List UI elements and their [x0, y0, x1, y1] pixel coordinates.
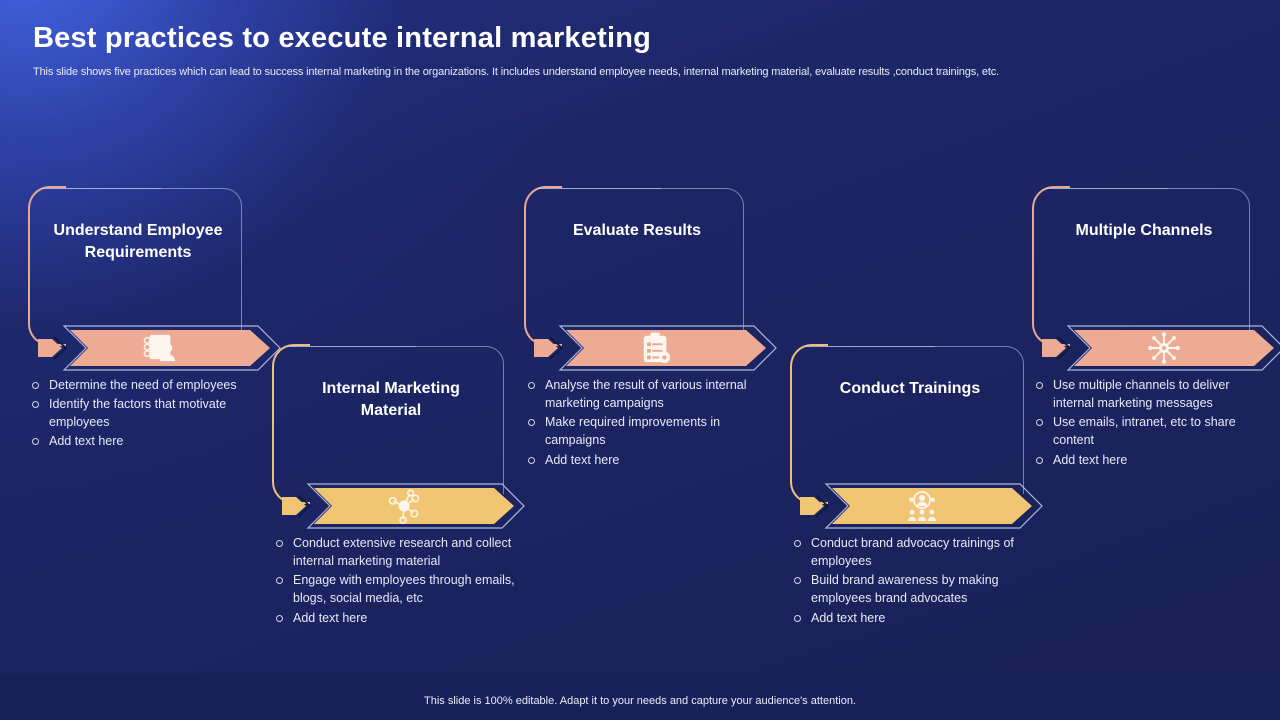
banner-body: [314, 488, 514, 524]
card-title: Evaluate Results: [572, 222, 702, 239]
card-title: Understand Employee Requirements: [53, 222, 223, 262]
banner-tail: [1042, 339, 1066, 357]
card-title: Conduct Trainings: [839, 380, 981, 397]
arrow-banner-svg: [1042, 325, 1280, 371]
footer-note: This slide is 100% editable. Adapt it to…: [424, 695, 856, 707]
slide-header: Best practices to execute internal marke…: [33, 22, 1250, 78]
card-frame: [538, 188, 744, 342]
clipboard-gear-icon: [643, 332, 671, 364]
practice-card-internal-marketing-material[interactable]: Internal Marketing Material Conduct ext: [272, 344, 525, 628]
list-item: Determine the need of employees: [28, 376, 260, 394]
list-item: Build brand awareness by making employee…: [790, 571, 1042, 607]
banner-outline: [62, 325, 281, 371]
card-head: Internal Marketing Material: [272, 344, 525, 529]
banner-outline: [558, 325, 777, 371]
card-bullet-list: Analyse the result of various internal m…: [524, 376, 762, 469]
card-title: Multiple Channels: [1075, 222, 1213, 239]
banner-tail-chevron: [297, 494, 312, 518]
banner-tail-chevron: [53, 336, 68, 360]
list-item: Analyse the result of various internal m…: [524, 376, 762, 412]
list-item: Make required improvements in campaigns: [524, 413, 762, 449]
arrow-banner-svg: [800, 483, 1043, 529]
card-bullet-list: Use multiple channels to deliver interna…: [1032, 376, 1268, 469]
card-head: Evaluate Results: [524, 186, 777, 371]
card-frame: [804, 346, 1024, 500]
hub-spokes-icon: [1148, 332, 1180, 364]
banner-tail-chevron: [1057, 336, 1072, 360]
list-item: Identify the factors that motivate emplo…: [28, 395, 260, 431]
checklist-person-icon: [143, 334, 176, 362]
list-item: Add text here: [272, 609, 522, 627]
banner-outline: [1066, 325, 1280, 371]
list-item: Engage with employees through emails, bl…: [272, 571, 522, 607]
card-banner[interactable]: [798, 480, 1046, 532]
card-head: Conduct Trainings: [790, 344, 1043, 529]
card-bullet-list: Conduct extensive research and collect i…: [272, 534, 522, 627]
banner-tail-chevron: [549, 336, 564, 360]
banner-tail: [800, 497, 824, 515]
list-item: Add text here: [790, 609, 1042, 627]
card-head: Understand Employee Requirements: [28, 186, 281, 371]
training-audience-icon: [908, 491, 936, 522]
page-subtitle: This slide shows five practices which ca…: [33, 66, 1000, 79]
practice-card-understand-employee-requirements[interactable]: Understand Employee Requirements: [28, 186, 281, 452]
banner-outline: [306, 483, 525, 529]
list-item: Add text here: [524, 451, 762, 469]
list-item: Add text here: [28, 432, 260, 450]
card-head: Multiple Channels: [1032, 186, 1280, 371]
card-title: Internal Marketing Material: [322, 380, 460, 420]
network-nodes-icon: [388, 489, 420, 524]
list-item: Use emails, intranet, etc to share conte…: [1032, 413, 1268, 449]
banner-tail: [534, 339, 558, 357]
banner-outline: [824, 483, 1043, 529]
list-item: Use multiple channels to deliver interna…: [1032, 376, 1268, 412]
card-banner[interactable]: [36, 322, 284, 374]
banner-tail-chevron: [815, 494, 830, 518]
practice-card-conduct-trainings[interactable]: Conduct Trainings: [790, 344, 1043, 628]
list-item: Conduct extensive research and collect i…: [272, 534, 522, 570]
banner-tail: [282, 497, 306, 515]
footer-band: [0, 674, 1280, 720]
card-banner[interactable]: [532, 322, 780, 374]
page-title: Best practices to execute internal marke…: [33, 22, 652, 54]
card-banner[interactable]: [280, 480, 528, 532]
card-bullet-list: Conduct brand advocacy trainings of empl…: [790, 534, 1042, 627]
arrow-banner-svg: [282, 483, 525, 529]
list-item: Conduct brand advocacy trainings of empl…: [790, 534, 1042, 570]
banner-body: [832, 488, 1032, 524]
card-banner[interactable]: [1040, 322, 1280, 374]
card-frame: [1046, 188, 1250, 342]
list-item: Add text here: [1032, 451, 1268, 469]
banner-tail: [38, 339, 62, 357]
practice-card-multiple-channels[interactable]: Multiple Channels: [1032, 186, 1280, 470]
practice-card-evaluate-results[interactable]: Evaluate Results: [524, 186, 777, 470]
